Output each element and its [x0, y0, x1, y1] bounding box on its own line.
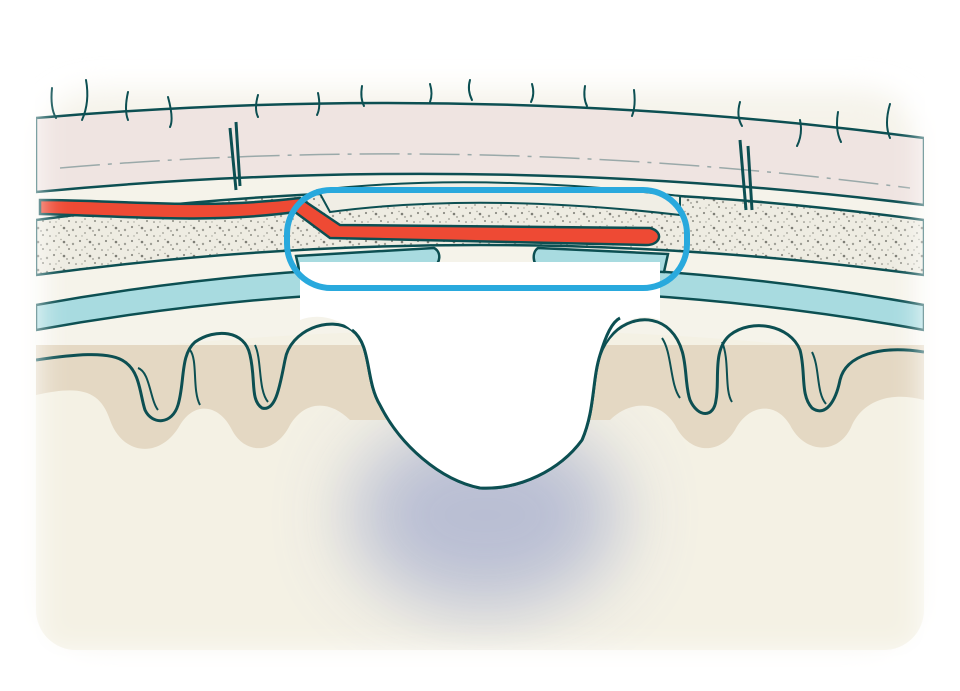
- defect-pocket: [300, 262, 660, 489]
- hair: [50, 79, 891, 147]
- scalp: [36, 101, 924, 207]
- cortex-outline-right: [580, 318, 924, 441]
- sulci-lines: [137, 337, 827, 411]
- scalp-inner-line: [59, 153, 911, 189]
- highlight-box: [284, 187, 690, 291]
- vessel: [38, 196, 661, 247]
- scalp-incisions: [228, 121, 754, 211]
- defect-outline: [351, 316, 621, 490]
